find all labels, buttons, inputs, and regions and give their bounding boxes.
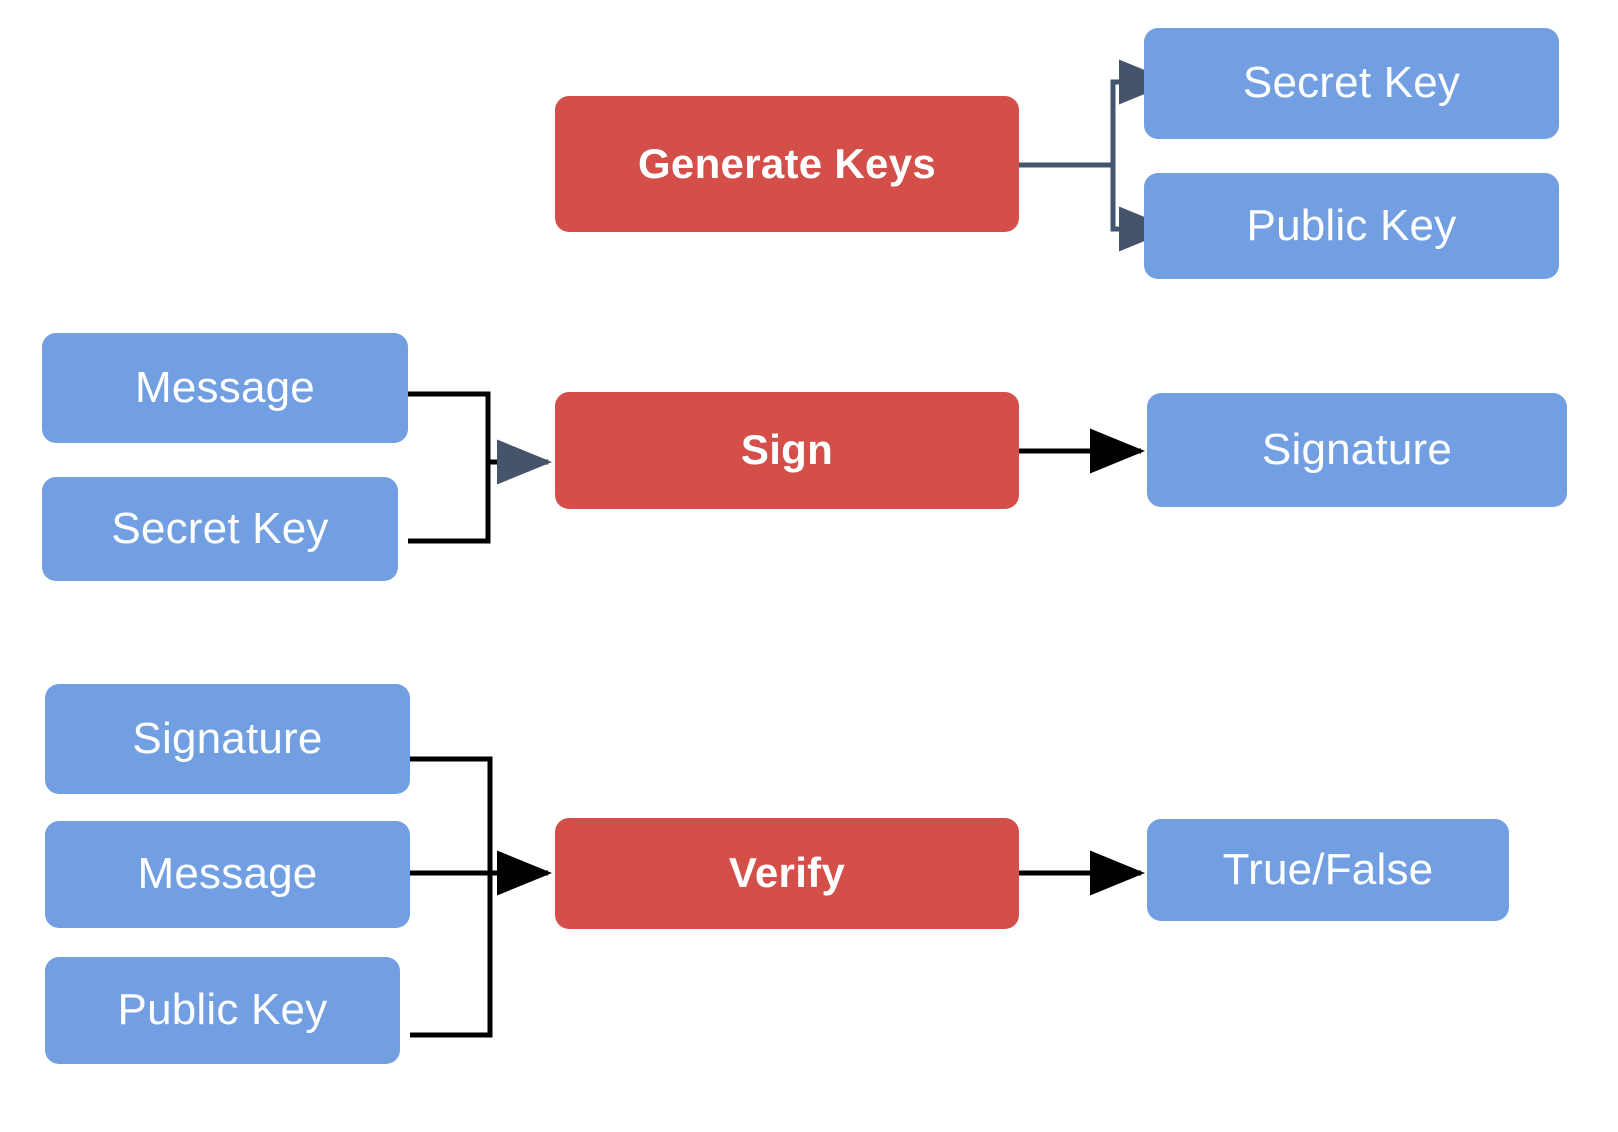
operation-sign[interactable]: Sign: [555, 392, 1019, 509]
output-public-key-label: Public Key: [1246, 200, 1457, 250]
input-verify-message-label: Message: [137, 849, 318, 899]
operation-verify-label: Verify: [728, 849, 846, 897]
input-sign-message-label: Message: [135, 362, 315, 412]
input-sign-secret-key-label: Secret Key: [111, 503, 329, 553]
output-secret-key-label: Secret Key: [1242, 58, 1461, 108]
output-signature[interactable]: Signature: [1147, 393, 1567, 507]
input-verify-public-key-label: Public Key: [117, 985, 328, 1035]
output-secret-key[interactable]: Secret Key: [1144, 28, 1559, 139]
output-true-false-label: True/False: [1222, 844, 1434, 894]
operation-generate-keys-label: Generate Keys: [637, 139, 937, 187]
output-signature-label: Signature: [1261, 424, 1453, 474]
input-verify-signature[interactable]: Signature: [45, 684, 410, 794]
input-sign-secret-key[interactable]: Secret Key: [42, 477, 398, 581]
input-verify-signature-label: Signature: [132, 713, 323, 763]
input-verify-message[interactable]: Message: [45, 821, 410, 928]
input-verify-public-key[interactable]: Public Key: [45, 957, 400, 1064]
operation-generate-keys[interactable]: Generate Keys: [555, 96, 1019, 232]
operation-sign-label: Sign: [740, 426, 834, 474]
operation-verify[interactable]: Verify: [555, 818, 1019, 929]
output-public-key[interactable]: Public Key: [1144, 173, 1559, 279]
output-true-false[interactable]: True/False: [1147, 819, 1509, 921]
input-sign-message[interactable]: Message: [42, 333, 408, 443]
connector-verify-inputs: [410, 756, 553, 1038]
connector-sign-inputs: [408, 391, 553, 544]
